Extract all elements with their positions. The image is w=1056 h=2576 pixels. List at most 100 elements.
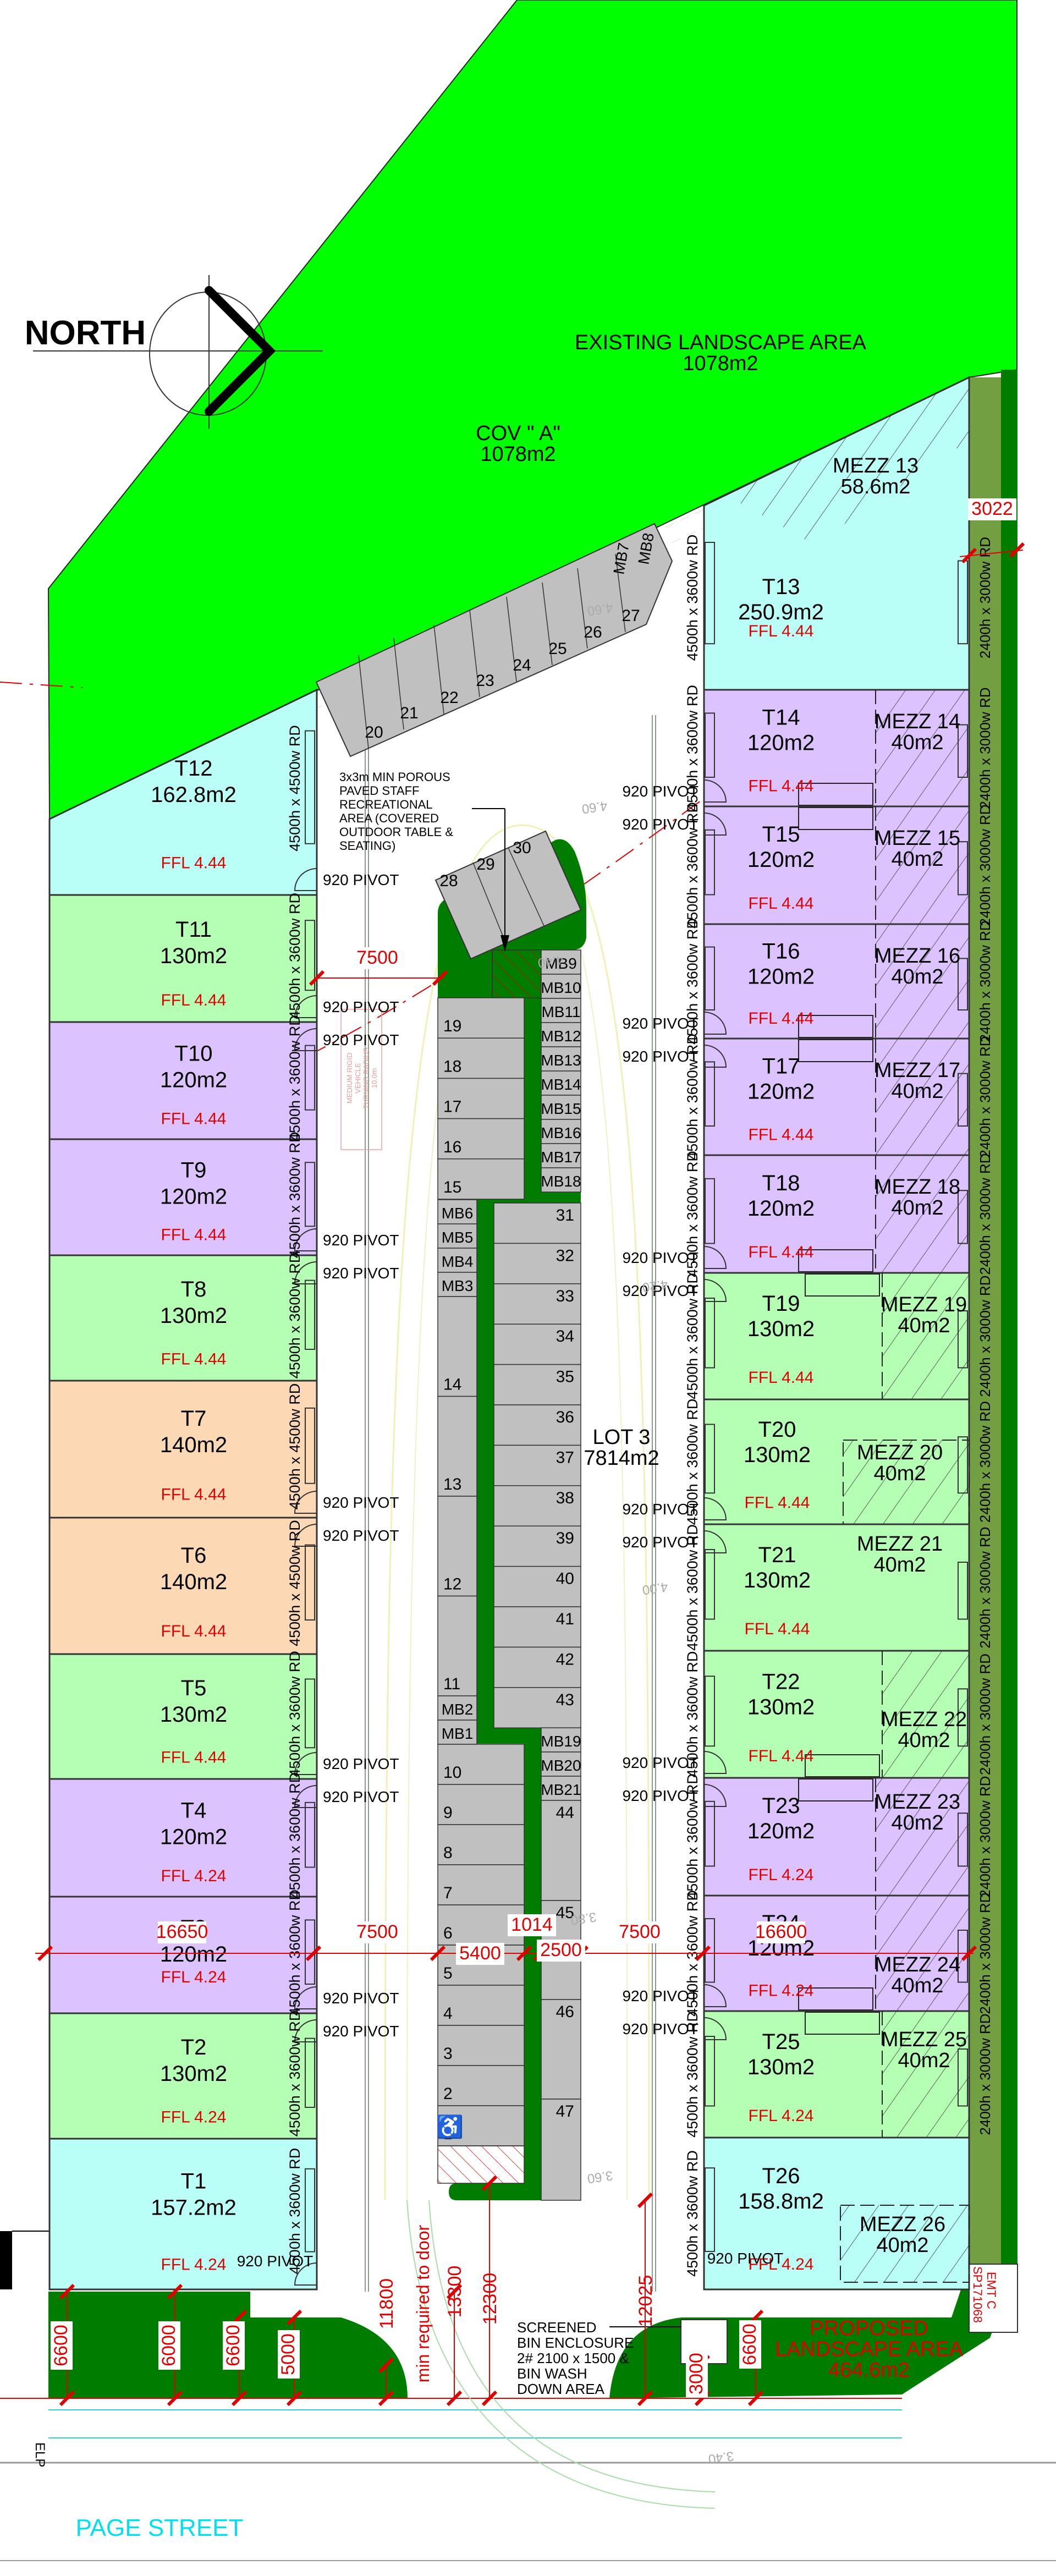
unit-t26[interactable] (703, 2136, 970, 2291)
unit-area: 162.8m2 (151, 783, 237, 807)
rear-door-icon (958, 2048, 968, 2107)
unit-t22[interactable] (703, 1650, 970, 1779)
parking-space (541, 1776, 581, 1801)
unit-floor (48, 2012, 318, 2140)
unit-t1[interactable] (48, 2138, 318, 2291)
parking-space (493, 1606, 581, 1648)
unit-t15[interactable] (703, 805, 970, 925)
unit-t23[interactable] (703, 1777, 970, 1897)
parking-space (541, 1095, 581, 1120)
dimension-row-value: 16600 (755, 1921, 807, 1943)
unit-t4[interactable] (48, 1778, 318, 1898)
unit-t10[interactable] (48, 1021, 318, 1140)
pivot-door-label: 920 PIVOT (323, 1265, 399, 1282)
unit-t5[interactable] (48, 1653, 318, 1780)
parking-space (541, 1727, 581, 1753)
recreation-area-note: SEATING) (339, 839, 395, 853)
dimension-tick (637, 2192, 653, 2209)
parking-space (493, 1364, 581, 1405)
unit-t2[interactable] (48, 2012, 318, 2140)
unit-t14[interactable] (703, 689, 970, 808)
unit-t13[interactable] (703, 376, 970, 691)
pivot-door-label: 920 PIVOT (622, 1501, 698, 1518)
parking-space-number: 28 (439, 872, 458, 890)
island-landscape (449, 1200, 581, 2200)
unit-t6[interactable] (48, 1517, 318, 1655)
unit-area: 120m2 (160, 1942, 227, 1967)
unit-ffl: FFL 4.44 (161, 1622, 227, 1640)
roller-door-label: 4500h x 3600w RD (287, 1253, 303, 1379)
door-swing-icon (703, 779, 727, 803)
dimension-tick (167, 2390, 183, 2407)
dimension-tick (286, 2309, 302, 2326)
vehicle-turning-note: 10.0m (370, 1068, 378, 1088)
roller-door-label: 4500h x 3600w RD (287, 2011, 303, 2137)
pivot-door-label: 920 PIVOT (622, 1249, 698, 1266)
parking-space-number: 4 (443, 2004, 453, 2023)
unit-ffl: FFL 4.44 (749, 1009, 814, 1028)
roller-door-label: 4500h x 4500w RD (287, 1383, 303, 1510)
mezzanine-area: 40m2 (873, 1553, 926, 1577)
mezzanine-id: MEZZ 16 (875, 944, 960, 968)
dimension-value: 16650 (156, 1921, 208, 1942)
roller-door-icon (305, 1407, 315, 1484)
unit-id: T7 (181, 1407, 207, 1431)
unit-floor (48, 2138, 318, 2291)
mezzanine-hatch (882, 1273, 969, 1399)
unit-t9[interactable] (48, 1138, 318, 1256)
parking-space (493, 1525, 581, 1567)
pivot-door-label: 920 PIVOT (622, 1015, 698, 1032)
recreation-area-note: AREA (COVERED (339, 811, 439, 825)
unit-floor (48, 1896, 318, 2014)
roller-door-label: 4500h x 3600w RD (287, 2148, 303, 2275)
unit-ffl: FFL 4.24 (161, 1968, 227, 1986)
unit-t16[interactable] (703, 923, 970, 1040)
roller-door-icon (705, 542, 715, 645)
parking-space-number: 42 (556, 1650, 574, 1668)
parking-space-number: 26 (584, 623, 602, 641)
dimension-row-value: 7500 (353, 1921, 402, 1943)
unit-t18[interactable] (703, 1154, 970, 1274)
dimension-front-value: 12300 (480, 2273, 501, 2325)
recreation-area-note: OUTDOOR TABLE & (339, 825, 453, 839)
unit-id: T11 (175, 918, 212, 942)
unit-t3[interactable] (48, 1896, 318, 2014)
unit-t21[interactable] (703, 1523, 970, 1652)
unit-t11[interactable] (48, 894, 318, 1023)
rear-door-icon (958, 1562, 968, 1620)
parking-space-number: 8 (443, 1844, 453, 1862)
mezzanine-area: 40m2 (891, 848, 943, 871)
dimension-tick (37, 1945, 53, 1962)
roller-door-label: 4500h x 3600w RD (287, 1015, 303, 1141)
unit-id: T8 (181, 1277, 207, 1301)
emt-cabinet (969, 2264, 1018, 2333)
roller-door-label: 4500h x 3600w RD (684, 1151, 701, 1277)
dimension-front-value: 5000 (278, 2330, 300, 2379)
mezzanine-area: 40m2 (891, 1196, 943, 1220)
unit-area: 130m2 (747, 2055, 815, 2079)
roller-door-label: 4500h x 3600w RD (684, 685, 701, 811)
pivot-door-label: 920 PIVOT (622, 1987, 698, 2004)
unit-t25[interactable] (703, 2010, 970, 2139)
parking-space-number: 18 (443, 1057, 461, 1075)
unit-t17[interactable] (703, 1037, 970, 1156)
unit-t7[interactable] (48, 1380, 318, 1519)
parking-space (493, 1485, 581, 1526)
rear-door-icon (958, 1436, 968, 1494)
parking-space-number: 2 (443, 2085, 453, 2103)
rear-door-label: 2400h x 3000w RD (977, 687, 993, 809)
unit-t8[interactable] (48, 1254, 318, 1382)
existing-landscape-title: EXISTING LANDSCAPE AREA (575, 331, 867, 354)
parking-space-number: 22 (440, 689, 458, 707)
dimension-box (757, 1921, 805, 1943)
unit-area: 130m2 (160, 944, 227, 968)
vehicle-turning-note: TURNING RADIUS (362, 1047, 370, 1109)
unit-area: 130m2 (160, 1702, 227, 1727)
mezzanine-id: MEZZ 23 (875, 1790, 960, 1814)
parking-space (541, 1070, 581, 1096)
mezzanine-hatch (876, 1778, 969, 1896)
door-swing-icon (703, 1751, 727, 1774)
rear-door-icon (958, 841, 968, 896)
parking-divider (469, 609, 480, 697)
